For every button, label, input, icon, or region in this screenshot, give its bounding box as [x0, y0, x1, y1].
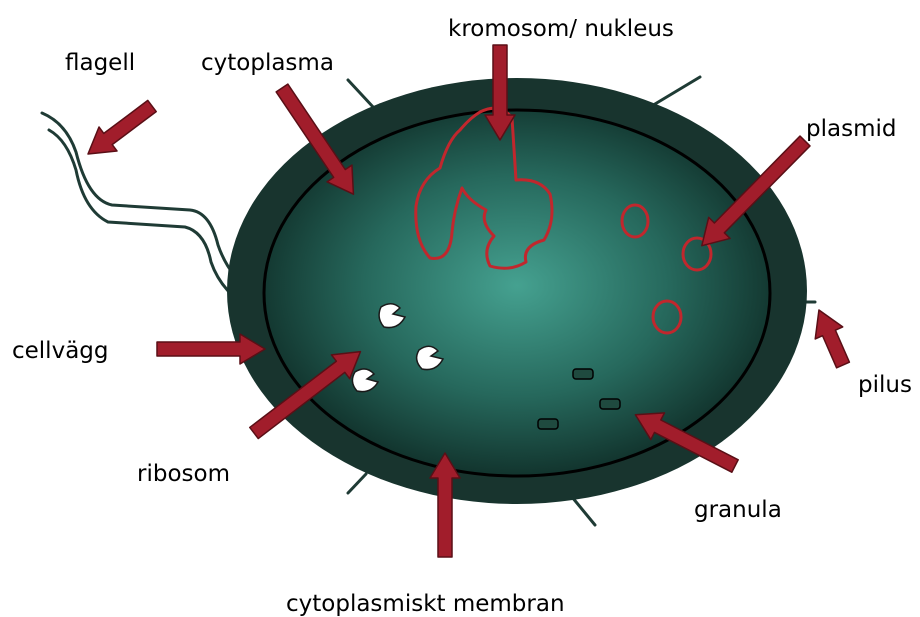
label-kromosom: kromosom/ nukleus	[448, 16, 674, 42]
label-membran: cytoplasmiskt membran	[286, 591, 565, 617]
arrow-pilus	[805, 304, 857, 371]
arrow-cellvagg	[157, 334, 265, 364]
label-flagell: flagell	[65, 50, 135, 76]
arrow-flagell	[79, 94, 161, 166]
label-ribosom: ribosom	[137, 461, 230, 487]
granule-3	[538, 419, 558, 429]
granule-1	[573, 369, 593, 379]
label-plasmid: plasmid	[806, 116, 896, 142]
label-pilus: pilus	[858, 372, 912, 398]
label-cytoplasma: cytoplasma	[201, 50, 334, 76]
label-granula: granula	[694, 497, 782, 523]
granule-2	[600, 399, 620, 409]
label-cellvagg: cellvägg	[12, 338, 108, 364]
